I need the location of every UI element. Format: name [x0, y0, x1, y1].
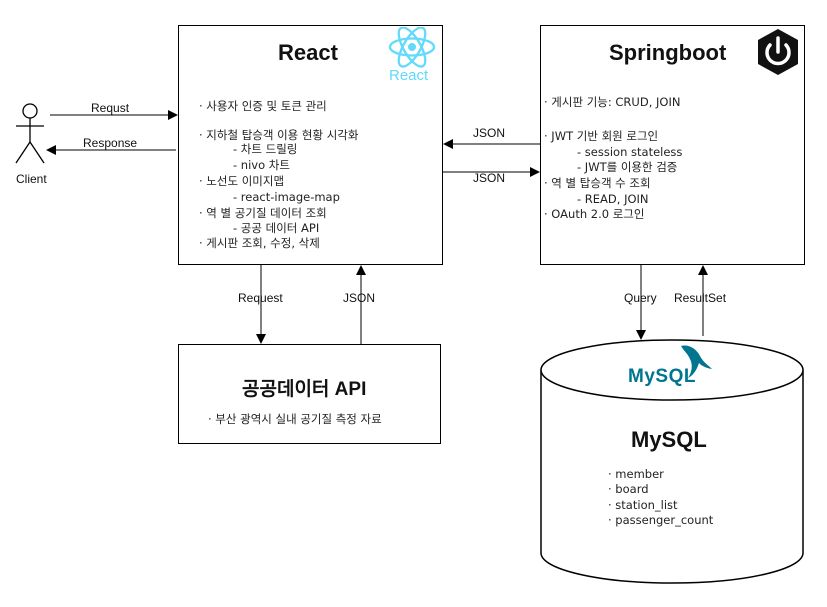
react-logo-text: React	[389, 67, 429, 84]
mysql-logo-icon: MySQL	[626, 342, 721, 390]
power-icon	[753, 27, 803, 77]
react-item: · 사용자 인증 및 토큰 관리	[199, 99, 327, 113]
mysql-cylinder	[540, 339, 804, 584]
json-from-api-label: JSON	[343, 291, 376, 305]
json-to-react-label: JSON	[473, 126, 506, 140]
json-to-spring-label: JSON	[473, 171, 506, 185]
springboot-item: · 역 별 탑승객 수 조회	[544, 176, 651, 190]
resultset-label: ResultSet	[674, 291, 727, 305]
request-label: Requst	[91, 101, 130, 115]
react-item: - 차트 드릴링	[233, 142, 298, 156]
query-label: Query	[624, 291, 657, 305]
springboot-item: · OAuth 2.0 로그인	[544, 207, 645, 221]
client-actor-icon	[15, 103, 45, 164]
mysql-item: · passenger_count	[608, 513, 714, 527]
react-item: - react-image-map	[233, 190, 340, 204]
react-node: React React · 사용자 인증 및 토큰 관리 · 지하철 탑승객 이…	[178, 25, 443, 265]
mysql-item: · board	[608, 482, 649, 496]
springboot-node: Springboot · 게시판 기능: CRUD, JOIN · JWT 기반…	[540, 25, 805, 265]
mysql-item: · station_list	[608, 498, 678, 512]
react-item: · 역 별 공기질 데이터 조회	[199, 206, 327, 220]
public-api-title: 공공데이터 API	[242, 379, 367, 400]
react-title: React	[278, 40, 338, 65]
springboot-title: Springboot	[609, 40, 727, 65]
springboot-item: - JWT를 이용한 검증	[577, 160, 678, 174]
react-item: · 노선도 이미지맵	[199, 174, 285, 188]
public-api-node: 공공데이터 API · 부산 광역시 실내 공기질 측정 자료	[178, 344, 441, 444]
react-item: - nivo 차트	[233, 158, 290, 172]
springboot-item: - session stateless	[577, 145, 683, 159]
mysql-item: · member	[608, 467, 664, 481]
public-api-item: · 부산 광역시 실내 공기질 측정 자료	[208, 412, 382, 426]
mysql-logo-text: MySQL	[628, 366, 696, 387]
springboot-item: · JWT 기반 회원 로그인	[544, 129, 659, 143]
springboot-item: · 게시판 기능: CRUD, JOIN	[544, 95, 681, 109]
response-label: Response	[83, 136, 138, 150]
react-logo-icon: React	[385, 26, 440, 87]
react-item: - 공공 데이터 API	[233, 221, 320, 235]
request-api-label: Request	[238, 291, 283, 305]
mysql-title: MySQL	[631, 427, 707, 452]
react-item: · 게시판 조회, 수정, 삭제	[199, 236, 320, 250]
springboot-item: - READ, JOIN	[577, 192, 649, 206]
client-label: Client	[16, 172, 47, 186]
react-item: · 지하철 탑승객 이용 현황 시각화	[199, 128, 359, 142]
